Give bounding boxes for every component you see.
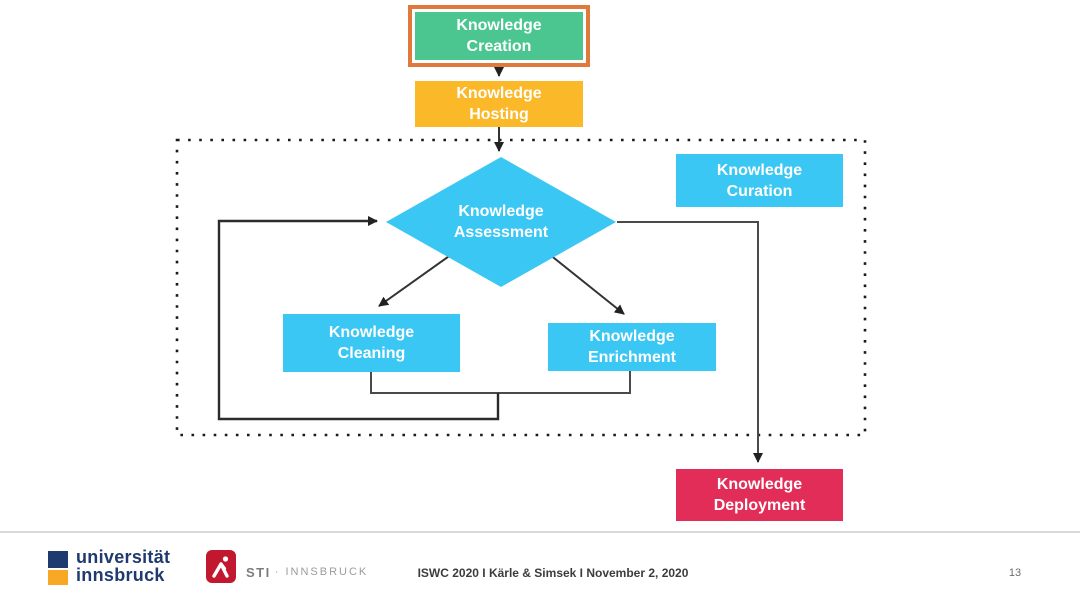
node-label-line: Assessment [453,224,549,241]
node-label-line: Knowledge [328,324,415,341]
uibk-logo-orange-square [48,570,68,585]
node-label-line: Knowledge [716,161,803,179]
node-knowledge-creation-border: Knowledge Creation [408,5,590,67]
uibk-logo-navy-square [48,551,68,568]
page-number: 13 [1008,567,1022,579]
sti-logo-suffix: · INNSBRUCK [274,566,369,578]
node-label-line: Deployment [713,497,806,514]
node-knowledge-deployment: Knowledge Deployment [676,469,843,521]
arrow-assessment-to-enrichment [548,253,625,315]
node-knowledge-creation: Knowledge Creation [415,12,583,60]
node-knowledge-curation: Knowledge Curation [676,154,843,207]
uibk-logo-line1: universität [76,547,171,567]
slide-credit: ISWC 2020 I Kärle & Simsek I November 2,… [417,566,689,580]
node-label-line: Hosting [469,106,529,123]
sti-person-icon [212,555,229,578]
sti-logo-label: STI [246,564,271,580]
sti-logo-mark [206,550,236,583]
node-knowledge-cleaning: Knowledge Cleaning [283,314,460,372]
node-label-line: Knowledge [456,85,542,102]
footer-divider [0,531,1080,533]
node-knowledge-enrichment: Knowledge Enrichment [548,323,716,371]
node-label-line: Cleaning [337,345,406,362]
node-label-line: Knowledge [458,203,544,220]
node-label-line: Enrichment [587,349,676,366]
arrow-assessment-to-cleaning [378,253,453,307]
uibk-logo-line2: innsbruck [76,565,165,585]
node-label-line: Creation [466,38,532,55]
node-label-line: Knowledge [456,17,542,34]
node-label-line: Curation [726,182,793,200]
sti-logo-text: STI · INNSBRUCK [246,564,368,580]
node-knowledge-assessment: Knowledge Assessment [386,157,616,287]
node-knowledge-hosting: Knowledge Hosting [415,81,583,127]
uibk-logo-text: universität innsbruck [76,548,170,584]
node-label-line: Knowledge [589,328,675,345]
node-label-line: Knowledge [716,476,803,493]
